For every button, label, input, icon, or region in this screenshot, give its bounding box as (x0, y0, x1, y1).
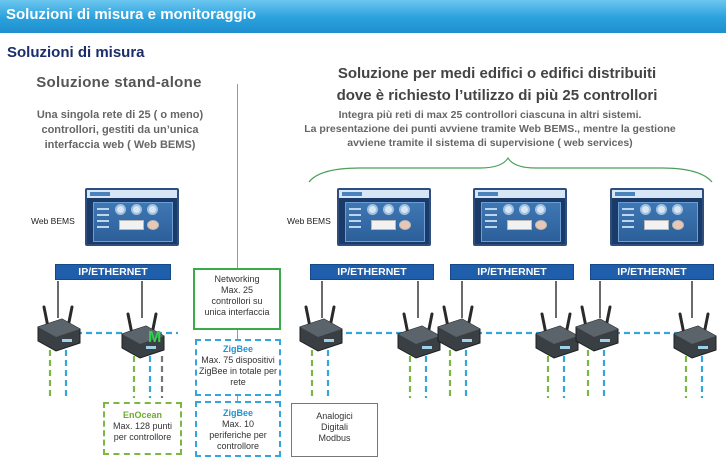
networking-line: unica interfaccia (204, 307, 270, 317)
networking-box: Networking Max. 25 controllori su unica … (193, 268, 281, 330)
left-bus-connections (57, 281, 143, 318)
analog-line: Analogici (316, 411, 353, 421)
vertical-divider (237, 84, 238, 444)
standalone-heading: Soluzione stand-alone (36, 74, 202, 91)
web-bems-label-right: Web BEMS (287, 216, 331, 226)
ip-ethernet-bar-left: IP/ETHERNET (55, 264, 171, 280)
green-m-icon: M (148, 329, 161, 346)
zigbee-title: ZigBee (222, 344, 253, 354)
controller-icon (673, 312, 717, 359)
enocean-line: per controllore (113, 432, 172, 442)
enocean-title: EnOcean (122, 410, 162, 420)
controller-icon (437, 305, 481, 352)
ip-ethernet-bar: IP/ETHERNET (590, 264, 714, 280)
distributed-desc-line: avviene tramite il sistema di supervisio… (347, 137, 633, 149)
zigbee-line: periferiche per (209, 430, 267, 440)
distributed-desc-line: La presentazione dei punti avviene trami… (304, 123, 676, 135)
monitor-icon (610, 188, 704, 246)
controller-icon (299, 305, 343, 352)
standalone-description: Una singola rete di 25 ( o meno) control… (10, 108, 230, 153)
distributed-desc-line: Integra più reti di max 25 controllori c… (338, 109, 642, 121)
networking-line: Networking (214, 274, 260, 284)
standalone-desc-line: Una singola rete di 25 ( o meno) (36, 109, 204, 121)
networking-line: Max. 25 (220, 285, 253, 295)
monitor-icon (473, 188, 567, 246)
controller-icon (575, 305, 619, 352)
zigbee-network-box: ZigBee Max. 75 dispositivi ZigBee in tot… (195, 339, 281, 396)
standalone-desc-line: interfaccia web ( Web BEMS) (44, 139, 196, 151)
right-dashed-links (310, 331, 704, 398)
enocean-line: Max. 128 punti (112, 421, 173, 431)
distributed-heading-line: dove è richiesto l’utilizzo di più 25 co… (336, 87, 658, 104)
ip-ethernet-bar: IP/ETHERNET (310, 264, 434, 280)
zigbee-peripherals-box: ZigBee Max. 10 periferiche per controllo… (195, 401, 281, 457)
web-bems-label-left: Web BEMS (31, 216, 75, 226)
controller-icon: M (121, 312, 165, 359)
controllers-layer: M (37, 305, 717, 359)
monitor-icon (337, 188, 431, 246)
ip-ethernet-bar: IP/ETHERNET (450, 264, 574, 280)
zigbee-line: controllore (216, 441, 260, 451)
zigbee-line: Max. 75 dispositivi (201, 355, 275, 365)
zigbee-line: Max. 10 (221, 419, 254, 429)
controller-icon (37, 305, 81, 352)
zigbee-title: ZigBee (222, 408, 253, 418)
section-title: Soluzioni di misura (7, 44, 145, 61)
distributed-description: Integra più reti di max 25 controllori c… (250, 108, 726, 150)
distributed-heading-line: Soluzione per medi edifici o edifici dis… (337, 65, 657, 82)
networking-line: controllori su (211, 296, 263, 306)
monitor-icon (85, 188, 179, 246)
analog-digital-modbus-box: Analogici Digitali Modbus (291, 403, 378, 457)
zigbee-line: ZigBee in totale per (198, 366, 278, 376)
zigbee-line: rete (230, 377, 246, 387)
right-bus-connections (321, 281, 693, 318)
analog-line: Digitali (320, 422, 348, 432)
title-banner: Soluzioni di misura e monitoraggio (0, 0, 726, 33)
enocean-box: EnOcean Max. 128 punti per controllore (103, 402, 182, 455)
grouping-brace (308, 156, 713, 183)
controller-icon (535, 312, 579, 359)
banner-title: Soluzioni di misura e monitoraggio (6, 6, 257, 23)
controller-icon (397, 312, 441, 359)
standalone-desc-line: controllori, gestiti da un’unica (41, 124, 199, 136)
analog-line: Modbus (318, 433, 351, 443)
distributed-heading: Soluzione per medi edifici o edifici dis… (272, 63, 722, 107)
